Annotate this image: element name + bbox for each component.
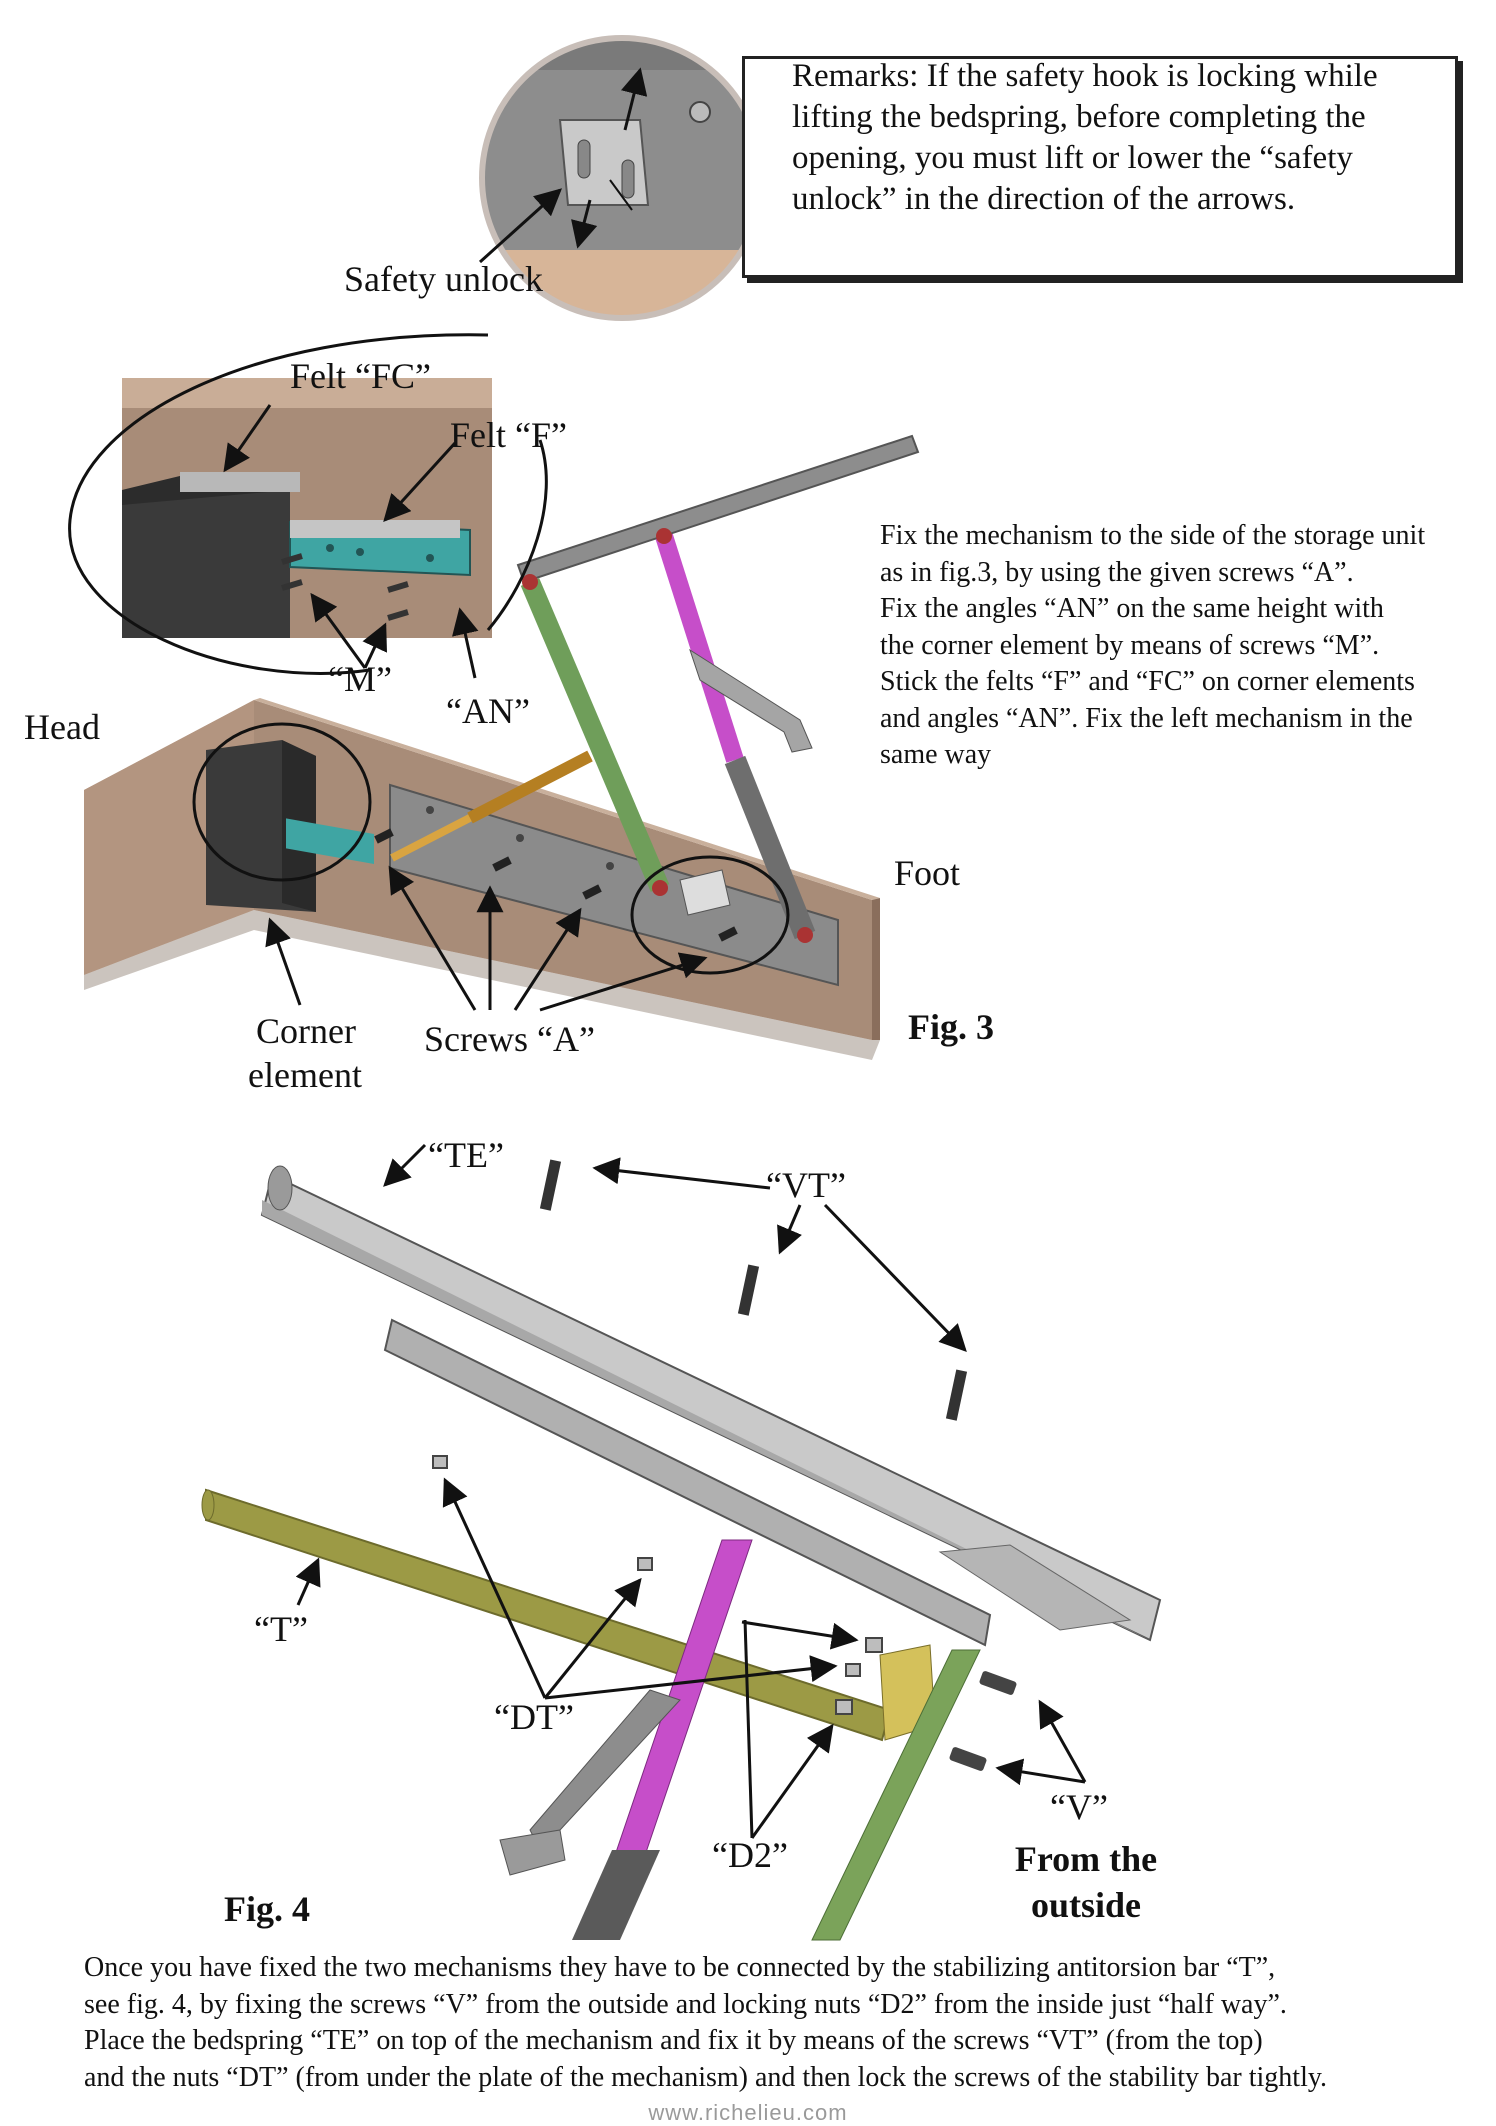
instruction-line: same way bbox=[880, 739, 992, 770]
bottom-line: Once you have fixed the two mechanisms t… bbox=[84, 1952, 1276, 1983]
remarks-line: Remarks: If the safety hook is locking w… bbox=[792, 58, 1378, 94]
label-from-the-outside-line2: outside bbox=[1030, 1885, 1142, 1925]
label-vt: “VT” bbox=[766, 1165, 846, 1205]
label-screws-a: Screws “A” bbox=[424, 1019, 595, 1059]
remarks-line: unlock” in the direction of the arrows. bbox=[792, 181, 1296, 217]
label-from-the-outside: From the outside bbox=[1000, 1836, 1172, 1928]
label-felt-f: Felt “F” bbox=[450, 415, 567, 455]
fig3-instructions: Fix the mechanism to the side of the sto… bbox=[880, 518, 1480, 774]
label-te: “TE” bbox=[428, 1135, 504, 1175]
remarks-line: lifting the bedspring, before completing… bbox=[792, 99, 1366, 135]
figure-caption-3: Fig. 3 bbox=[908, 1007, 994, 1047]
remarks-box bbox=[742, 56, 1458, 278]
label-foot: Foot bbox=[894, 853, 961, 893]
bottom-line: Place the bedspring “TE” on top of the m… bbox=[84, 2025, 1263, 2056]
label-dt: “DT” bbox=[494, 1697, 574, 1737]
fig3-leaders bbox=[265, 865, 708, 1012]
figure-caption-4: Fig. 4 bbox=[224, 1889, 310, 1929]
remarks-text: Remarks: If the safety hook is locking w… bbox=[792, 56, 1452, 220]
bottom-line: see fig. 4, by fixing the screws “V” fro… bbox=[84, 1988, 1287, 2020]
label-d2: “D2” bbox=[712, 1835, 788, 1875]
instruction-line: the corner element by means of screws “M… bbox=[880, 629, 1380, 661]
instruction-line: Fix the mechanism to the side of the sto… bbox=[880, 520, 1426, 551]
instruction-line: Stick the felts “F” and “FC” on corner e… bbox=[880, 666, 1415, 697]
label-safety-unlock: Safety unlock bbox=[344, 259, 543, 299]
fig4-leaders bbox=[295, 1143, 1087, 1839]
instruction-line: and angles “AN”. Fix the left mechanism … bbox=[880, 702, 1413, 734]
label-corner-element-line1: Corner bbox=[256, 1011, 356, 1051]
label-felt-fc: Felt “FC” bbox=[290, 356, 431, 396]
label-m: “M” bbox=[328, 659, 392, 699]
instruction-line: Fix the angles “AN” on the same height w… bbox=[880, 593, 1384, 624]
label-an: “AN” bbox=[446, 691, 530, 731]
label-head: Head bbox=[24, 707, 100, 747]
bottom-line: and the nuts “DT” (from under the plate … bbox=[84, 2061, 1328, 2093]
label-from-the-outside-line1: From the bbox=[1014, 1839, 1158, 1879]
bottom-instructions: Once you have fixed the two mechanisms t… bbox=[84, 1950, 1484, 2096]
label-v: “V” bbox=[1050, 1787, 1108, 1827]
remarks-line: opening, you must lift or lower the “saf… bbox=[792, 140, 1353, 176]
label-t: “T” bbox=[254, 1609, 308, 1649]
storage-panel bbox=[84, 434, 920, 1060]
label-corner-element-line2: element bbox=[248, 1055, 362, 1095]
felt-detail bbox=[68, 333, 548, 679]
fig4-drawing bbox=[201, 1159, 1162, 1941]
footer-url: www.richelieu.com bbox=[648, 2100, 848, 2125]
instruction-line: as in fig.3, by using the given screws “… bbox=[880, 556, 1354, 588]
